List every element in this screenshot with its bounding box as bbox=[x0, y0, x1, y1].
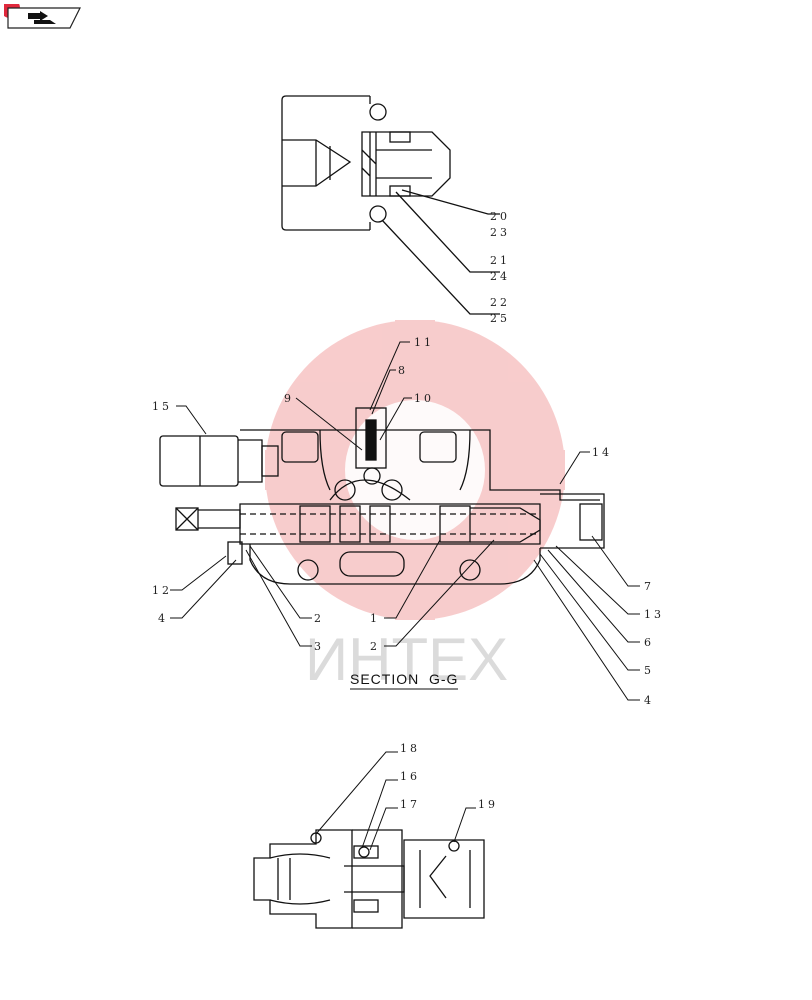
label-11: 11 bbox=[414, 336, 434, 349]
label-5: 5 bbox=[644, 664, 654, 677]
gear-watermark bbox=[265, 320, 565, 620]
return-arrow-icon bbox=[28, 11, 56, 24]
label-3: 3 bbox=[314, 640, 324, 653]
section-gg-leaders bbox=[170, 341, 640, 701]
label-4-right: 4 bbox=[644, 694, 654, 707]
label-21: 21 bbox=[490, 254, 510, 267]
toolbar-back-button[interactable] bbox=[0, 0, 82, 30]
label-16: 16 bbox=[400, 770, 420, 783]
label-17: 17 bbox=[400, 798, 420, 811]
watermark-text: ИНТЕХ bbox=[305, 626, 508, 693]
section-title: SECTION G-G bbox=[350, 671, 458, 687]
label-25: 25 bbox=[490, 312, 510, 325]
label-9: 9 bbox=[284, 392, 294, 405]
top-detail bbox=[281, 95, 500, 315]
bottom-detail bbox=[253, 829, 485, 929]
bottom-labels: 18 16 17 19 bbox=[400, 742, 498, 811]
label-19: 19 bbox=[478, 798, 498, 811]
bottom-leaders bbox=[315, 751, 476, 851]
label-7: 7 bbox=[644, 580, 654, 593]
label-2-left: 2 bbox=[314, 612, 324, 625]
section-gg-labels: 11 8 9 10 15 14 12 4 2 3 1 2 7 13 6 5 4 bbox=[152, 336, 664, 707]
label-24: 24 bbox=[490, 270, 510, 283]
label-2-right: 2 bbox=[370, 640, 380, 653]
label-4-left: 4 bbox=[158, 612, 168, 625]
label-1: 1 bbox=[370, 612, 380, 625]
top-labels: 20 23 21 24 22 25 bbox=[490, 210, 510, 325]
label-15: 15 bbox=[152, 400, 172, 413]
label-13: 13 bbox=[644, 608, 664, 621]
label-14: 14 bbox=[592, 446, 612, 459]
label-6: 6 bbox=[644, 636, 654, 649]
label-12: 12 bbox=[152, 584, 172, 597]
label-10: 10 bbox=[414, 392, 434, 405]
label-18: 18 bbox=[400, 742, 420, 755]
section-gg-drawing bbox=[159, 407, 605, 585]
label-20: 20 bbox=[490, 210, 510, 223]
label-23: 23 bbox=[490, 226, 510, 239]
label-22: 22 bbox=[490, 296, 510, 309]
label-8: 8 bbox=[398, 364, 408, 377]
